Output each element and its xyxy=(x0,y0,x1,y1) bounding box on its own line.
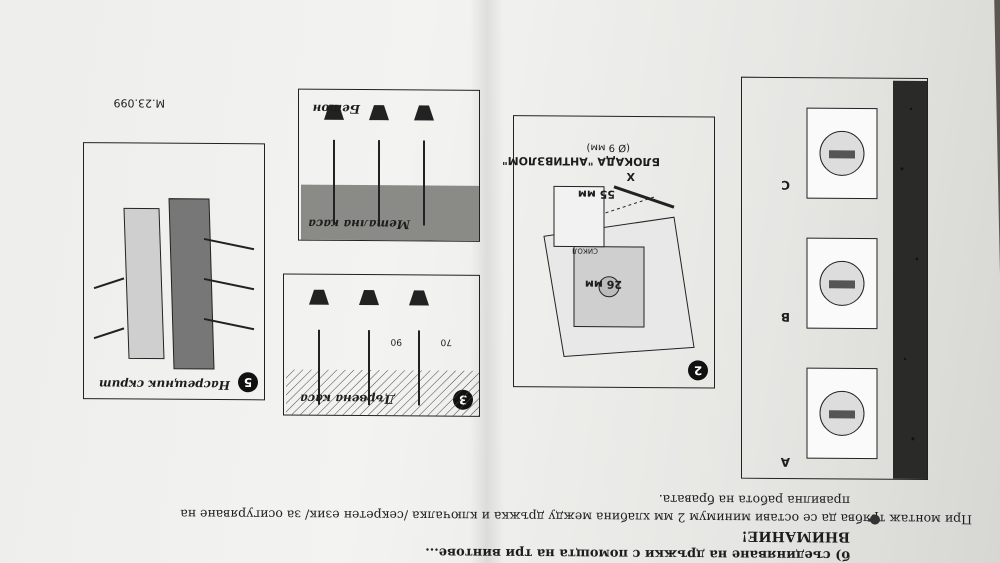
figure-3-dim-70: 70 xyxy=(440,336,452,347)
pointing-hand-icon xyxy=(868,514,880,525)
figure-2-brand: СИКОЛ xyxy=(572,246,598,255)
figure-5-title: Насрещник скрит xyxy=(98,377,230,393)
warning-text-line-1: При монтаж трябва да се остави минимум 2… xyxy=(180,506,972,528)
warning-title: ВНИМАНИЕ! xyxy=(741,527,850,545)
figure-1-label-a: A xyxy=(780,454,790,470)
paper-fold-shadow xyxy=(470,0,504,563)
figure-2-dim-55: 55 мм xyxy=(577,187,615,201)
figure-1-label-b: B xyxy=(780,309,790,325)
figure-3-drawing xyxy=(286,289,479,416)
figure-1-label-c: C xyxy=(781,177,790,193)
figure-4-drawing xyxy=(301,104,479,241)
figure-3-title: Дървена каса xyxy=(300,391,395,407)
figure-3-dim-90: 90 xyxy=(390,336,402,347)
figure-2-subtitle: (Ø 9 мм) xyxy=(586,141,630,153)
figure-2-dim-x: X xyxy=(626,169,635,183)
heading-line: б) съединяване на дръжки с помощта на тр… xyxy=(425,544,850,563)
figure-4-material: Бетон xyxy=(312,101,360,117)
figure-2-dim-26: 26 мм xyxy=(584,277,622,291)
figure-4-title: Метална каса xyxy=(308,216,410,232)
figure-5-drawing xyxy=(93,198,255,370)
warning-text-line-2: правилна работа на бравата. xyxy=(658,492,850,509)
figure-1-drawing xyxy=(806,80,927,479)
model-code: M.23.099 xyxy=(113,96,165,110)
figure-2-title: БЛОКАДА "АНТИВЗЛОМ" xyxy=(501,154,660,169)
figure-2-drawing xyxy=(543,185,695,357)
